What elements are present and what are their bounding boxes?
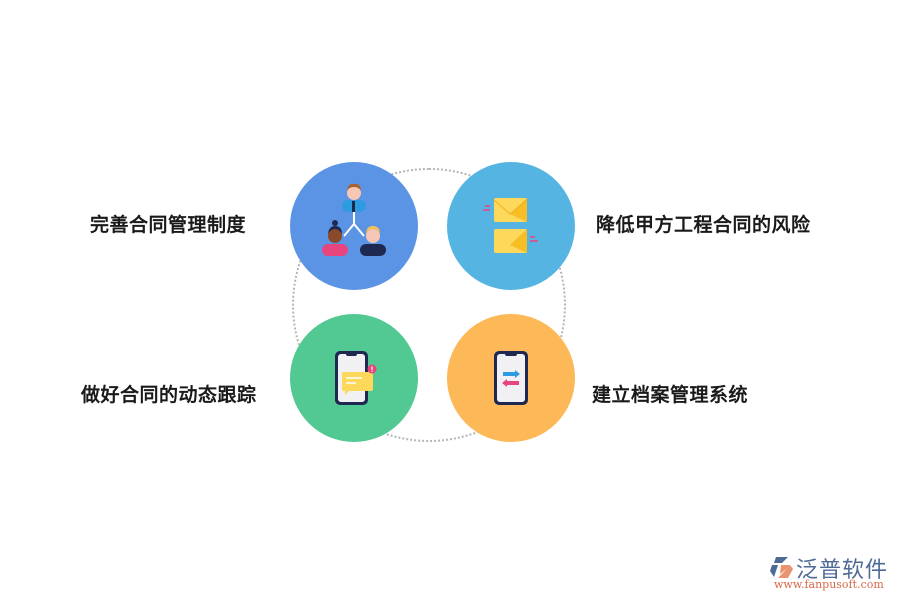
circle-team [290,162,418,290]
phone-message-notification-icon [335,351,377,405]
watermark-brand: 泛普软件 [796,558,889,583]
dotted-connector-ring [292,168,566,442]
watermark-logo: 泛普软件 www.fanpusoft.com [768,552,894,592]
team-hierarchy-icon [322,183,386,256]
watermark-url: www.fanpusoft.com [774,578,884,591]
item-label-3: 做好合同的动态跟踪 [81,384,257,406]
circle-phone-message [290,314,418,442]
envelopes-icon [483,198,538,253]
phone-transfer-arrows-icon [494,351,528,405]
fanpu-logo-icon [770,557,793,578]
item-label-1: 完善合同管理制度 [90,214,247,236]
circle-envelopes [447,162,575,290]
item-label-2: 降低甲方工程合同的风险 [596,214,811,236]
item-label-4: 建立档案管理系统 [592,384,749,406]
circle-phone-transfer [447,314,575,442]
